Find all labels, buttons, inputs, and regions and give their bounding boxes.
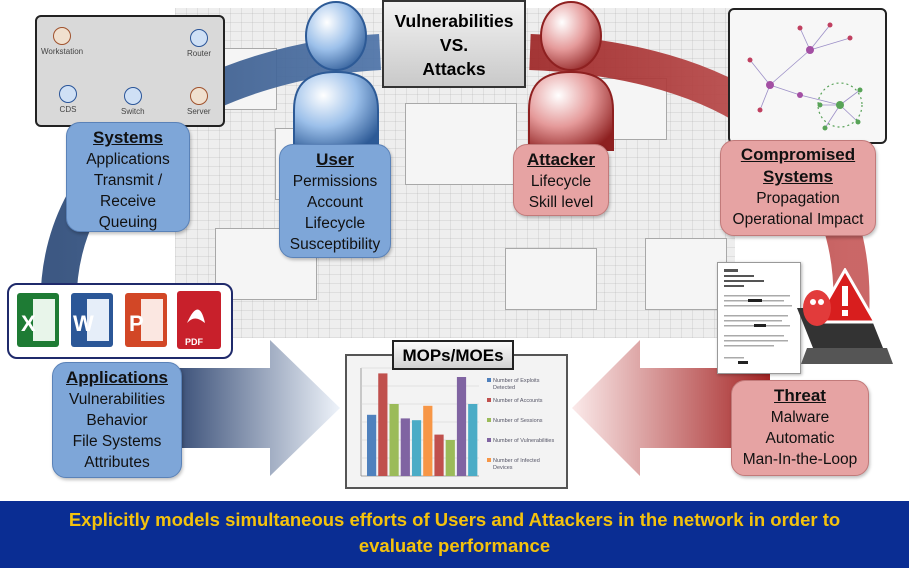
chart-bar (400, 418, 410, 476)
switch-icon (123, 87, 142, 105)
subnet-block (405, 103, 517, 185)
router-icon (190, 29, 208, 47)
legend-label: Number of Exploits (493, 378, 540, 384)
laptop-virus-icon (797, 268, 893, 364)
banner-line-1: Explicitly models simultaneous efforts o… (68, 509, 841, 530)
pdf-icon (177, 291, 221, 349)
compromised-line: Operational Impact (732, 211, 864, 228)
chart-bar (411, 420, 422, 476)
attacker-card: Attacker Lifecycle Skill level (513, 144, 609, 216)
workstation-node: Workstation (41, 27, 83, 56)
attacker-line: Lifecycle (530, 173, 592, 190)
server-icon (189, 87, 208, 105)
legend-label: Number of Sessions (493, 418, 543, 424)
summary-banner: Explicitly models simultaneous efforts o… (0, 501, 909, 568)
systems-line: Receive (100, 193, 156, 210)
title-line-1: Vulnerabilities (394, 11, 514, 31)
blue-arrow (150, 340, 340, 476)
phishing-email-document (717, 262, 801, 374)
chart-bar (456, 377, 467, 476)
chart-bar (423, 405, 433, 476)
powerpoint-icon: P (125, 293, 167, 347)
subnet-block (505, 248, 597, 310)
chart-bar (378, 373, 388, 476)
title-box: Vulnerabilities VS. Attacks (382, 0, 526, 88)
legend-swatch (487, 438, 491, 442)
excel-icon: X (17, 293, 59, 347)
router-node: Router (187, 29, 211, 58)
legend-swatch (487, 418, 491, 422)
user-card: User Permissions Account Lifecycle Susce… (279, 144, 391, 258)
systems-line: Queuing (98, 214, 158, 231)
chart-bar (434, 434, 444, 476)
banner-line-2: evaluate performance (358, 535, 551, 556)
network-devices-panel: Workstation Router CDS Switch Server (35, 15, 225, 127)
title-line-3: Attacks (422, 59, 486, 79)
systems-card: Systems Applications Transmit / Receive … (66, 122, 190, 232)
attacker-title: Attacker (526, 150, 596, 169)
propagation-graph-icon (747, 22, 863, 131)
applications-line: Behavior (86, 412, 148, 429)
app-icons: X W P PDF (17, 291, 221, 349)
application-icons-panel: X W P PDF (7, 283, 233, 359)
applications-line: File Systems (72, 433, 162, 450)
compromised-graph-panel (728, 8, 887, 144)
user-line: Susceptibility (289, 236, 381, 253)
systems-line: Applications (86, 151, 170, 168)
legend-label: Number of Accounts (493, 398, 543, 404)
svg-text:P: P (129, 311, 144, 336)
chart-bar (468, 404, 478, 476)
workstation-icon (53, 27, 72, 45)
applications-title: Applications (65, 368, 168, 387)
legend-label: Detected (493, 385, 515, 391)
threat-card: Threat Malware Automatic Man-In-the-Loop (731, 380, 869, 476)
title-line-2: VS. (439, 35, 469, 55)
systems-line: Transmit / (93, 172, 163, 189)
threat-title: Threat (774, 386, 826, 405)
subnet-block (645, 238, 727, 310)
applications-card: Applications Vulnerabilities Behavior Fi… (52, 362, 182, 478)
cds-node: CDS (59, 85, 77, 114)
svg-text:W: W (73, 311, 94, 336)
compromised-systems-card: Compromised Systems Propagation Operatio… (720, 140, 876, 236)
server-node: Server (187, 87, 211, 116)
pdf-label: PDF (185, 337, 204, 347)
chart-bar (445, 440, 455, 476)
compromised-title-1: Compromised (740, 145, 856, 164)
legend-label: Devices (493, 465, 513, 471)
chart-bar (389, 404, 399, 476)
svg-text:X: X (21, 311, 36, 336)
word-icon: W (71, 293, 113, 347)
legend-swatch (487, 398, 491, 402)
legend-label: Number of Vulnerabilities (493, 438, 554, 444)
compromised-title-2: Systems (763, 167, 833, 186)
user-line: Permissions (292, 173, 378, 190)
chart-bar (367, 414, 377, 476)
switch-node: Switch (121, 87, 145, 116)
red-arrow (572, 340, 770, 476)
cds-icon (59, 85, 77, 103)
user-title: User (316, 150, 354, 169)
user-line: Account (306, 194, 363, 211)
threat-line: Malware (770, 409, 830, 426)
legend-swatch (487, 458, 491, 462)
threat-illustration (717, 262, 895, 377)
attacker-line: Skill level (528, 194, 594, 211)
attacker-figure-icon (528, 1, 614, 151)
user-figure-icon (293, 1, 379, 151)
threat-line: Automatic (765, 430, 835, 447)
mops-moes-label: MOPs/MOEs (392, 340, 514, 370)
compromised-line: Propagation (756, 190, 840, 207)
user-line: Lifecycle (304, 215, 366, 232)
threat-line: Man-In-the-Loop (742, 451, 858, 468)
systems-title: Systems (93, 128, 163, 147)
legend-swatch (487, 378, 491, 382)
applications-line: Vulnerabilities (69, 391, 165, 408)
legend-label: Number of Infected (493, 458, 540, 464)
applications-line: Attributes (84, 454, 150, 471)
